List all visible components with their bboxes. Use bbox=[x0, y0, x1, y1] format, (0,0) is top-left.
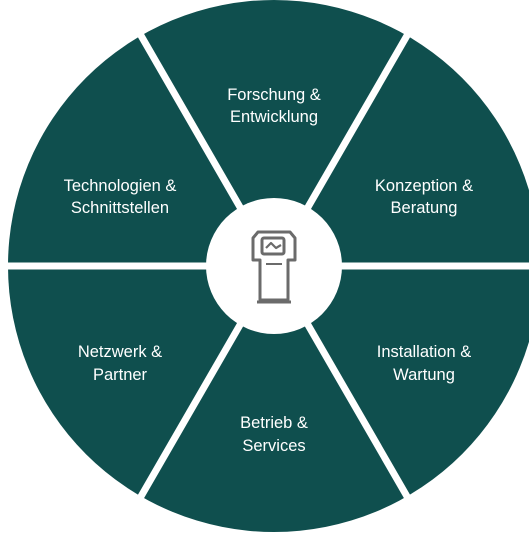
segment-forschung: Forschung & Entwicklung bbox=[227, 86, 321, 126]
segment-betrieb-line2: Services bbox=[242, 437, 305, 455]
segment-installation-line2: Wartung bbox=[393, 366, 455, 384]
segment-konzeption-line1: Konzeption & bbox=[375, 177, 473, 195]
segment-betrieb: Betrieb & Services bbox=[240, 414, 308, 455]
segment-netzwerk-line2: Partner bbox=[93, 366, 148, 384]
center-hub bbox=[206, 198, 342, 334]
segment-installation: Installation & Wartung bbox=[377, 343, 471, 384]
charging-station-icon bbox=[251, 230, 297, 304]
segment-technologien-line2: Schnittstellen bbox=[71, 199, 169, 217]
segment-netzwerk-line1: Netzwerk & bbox=[78, 343, 162, 361]
segment-technologien: Technologien & Schnittstellen bbox=[64, 177, 177, 217]
segment-installation-line1: Installation & bbox=[377, 343, 471, 361]
segment-forschung-line2: Entwicklung bbox=[230, 108, 318, 126]
segment-konzeption: Konzeption & Beratung bbox=[375, 177, 473, 217]
segment-konzeption-line2: Beratung bbox=[391, 199, 458, 217]
segment-netzwerk: Netzwerk & Partner bbox=[78, 343, 162, 384]
segment-betrieb-line1: Betrieb & bbox=[240, 414, 308, 432]
segment-technologien-line1: Technologien & bbox=[64, 177, 177, 195]
segment-forschung-line1: Forschung & bbox=[227, 86, 321, 104]
